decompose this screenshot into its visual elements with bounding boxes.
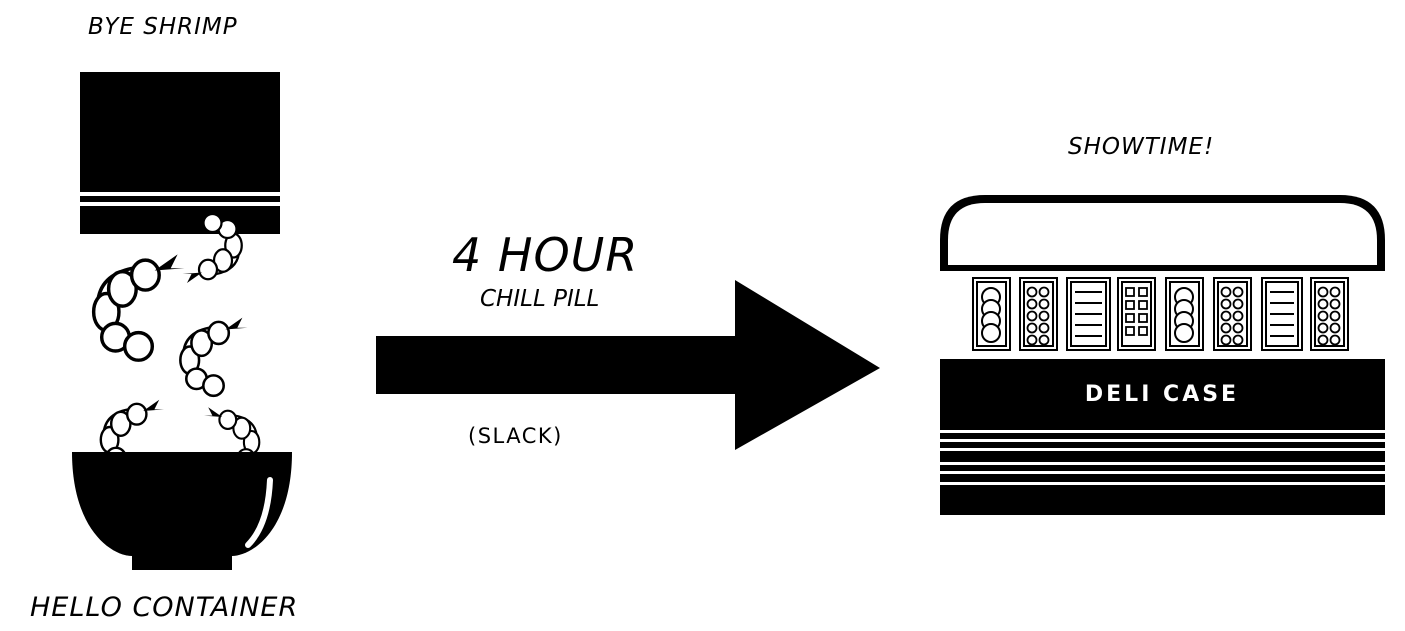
shrimp-bag-icon: [80, 72, 280, 234]
bowl-icon: [72, 452, 292, 570]
shrimp-icon: [94, 254, 185, 360]
deli-case-icon: [940, 195, 1385, 515]
right-arrow-icon: [376, 280, 880, 450]
shrimp-icon: [180, 318, 247, 396]
deli-case-label: DELI CASE: [938, 382, 1386, 407]
